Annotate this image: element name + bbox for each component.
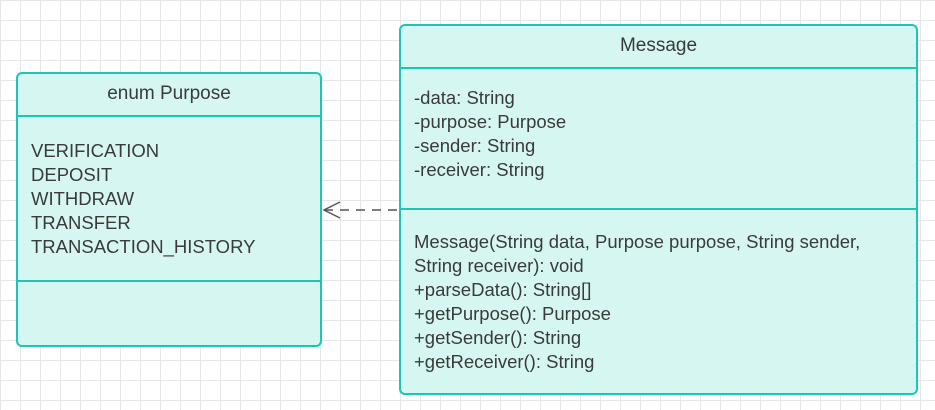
enum-value: TRANSACTION_HISTORY — [31, 236, 256, 257]
enum-value: WITHDRAW — [31, 188, 135, 209]
operation: String receiver): void — [414, 255, 584, 276]
attribute: -receiver: String — [414, 159, 545, 180]
attribute: -sender: String — [414, 135, 536, 156]
message-operations: Message(String data, Purpose purpose, St… — [401, 208, 916, 393]
operation: +getReceiver(): String — [414, 351, 595, 372]
enum-purpose-box[interactable]: enum Purpose VERIFICATION DEPOSIT WITHDR… — [16, 72, 322, 347]
operation: +getPurpose(): Purpose — [414, 303, 611, 324]
message-attributes: -data: String -purpose: Purpose -sender:… — [401, 69, 916, 208]
enum-value: TRANSFER — [31, 212, 131, 233]
arrowhead-icon — [322, 201, 341, 219]
operation: Message(String data, Purpose purpose, St… — [414, 231, 861, 252]
message-class-title: Message — [401, 26, 916, 69]
enum-purpose-title: enum Purpose — [18, 74, 320, 117]
enum-purpose-values: VERIFICATION DEPOSIT WITHDRAW TRANSFER T… — [18, 117, 320, 280]
enum-value: VERIFICATION — [31, 140, 160, 161]
enum-purpose-empty-section — [18, 280, 320, 345]
dependency-arrow[interactable] — [318, 196, 402, 224]
attribute: -data: String — [414, 87, 515, 108]
operation: +parseData(): String[] — [414, 279, 592, 300]
enum-value: DEPOSIT — [31, 164, 113, 185]
attribute: -purpose: Purpose — [414, 111, 567, 132]
operation: +getSender(): String — [414, 327, 582, 348]
message-class-box[interactable]: Message -data: String -purpose: Purpose … — [399, 24, 918, 395]
